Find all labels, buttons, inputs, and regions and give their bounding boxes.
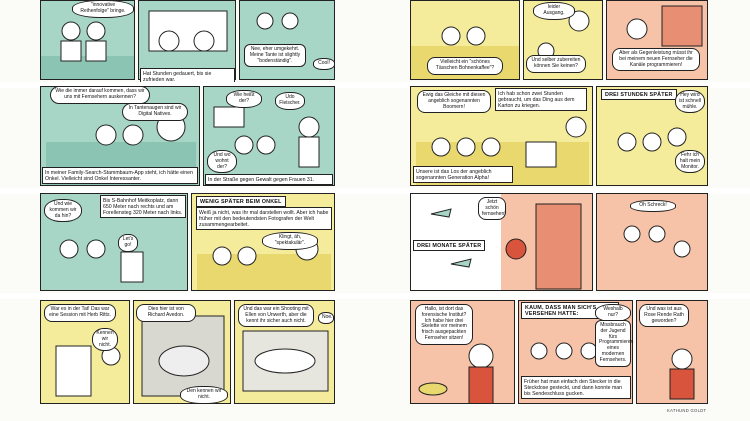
- left-page: "innovative Reihenfolge" bringe. Hat Stu…: [40, 0, 335, 404]
- speech-bubble: Klingt, äh, "spektakulär".: [262, 232, 318, 250]
- illustration-investigators: [530, 342, 598, 360]
- caption-box: Weiß ja nicht, was ihr mal darstellen wo…: [196, 207, 332, 230]
- speech-bubble: Jetzt schön fernsehen!: [478, 197, 506, 221]
- speech-bubble: Und selber zubereiten können Sie keinen?: [526, 55, 586, 73]
- speech-bubble: Vielleicht ein "schönes Tässchen Bohnenk…: [427, 57, 503, 75]
- speech-bubble: Dies hier ist von Richard Avedon.: [136, 304, 196, 322]
- speech-bubble: Und das war ein Shooting mit Ellen von U…: [238, 304, 314, 328]
- speech-bubble: Cool!: [313, 58, 335, 70]
- illustration-skeletons-at-tv: [623, 225, 691, 258]
- caption-box: In der Straße gegen Gewalt gegen Frauen …: [205, 174, 333, 185]
- illustration-aunt-on-phone: [418, 343, 494, 403]
- illustration-family-at-table: [213, 106, 320, 168]
- caption-bar: DREI MONATE SPÄTER: [413, 240, 486, 251]
- caption-box: Bis S-Bahnhof Meitkoplatz, dann 650 Mete…: [100, 195, 186, 218]
- speech-bubble: Fehr ich halt mein Monitor.: [675, 150, 705, 174]
- speech-bubble: Und wie kommen wir da hin?: [44, 199, 82, 223]
- speech-bubble: leider Ausgang.: [533, 2, 575, 20]
- caption-bar: WENIG SPÄTER BEIM ONKEL: [196, 196, 286, 207]
- caption-bar: DREI STUNDEN SPÄTER: [601, 89, 677, 100]
- panel-r4-1: [410, 300, 515, 404]
- caption-box: Früher hat man einfach den Stecker in di…: [521, 376, 631, 399]
- speech-bubble: Ewig das Gleiche mit diesen angeblich so…: [417, 90, 491, 114]
- speech-bubble: Hallo, ist dort das forensische Institut…: [415, 304, 473, 345]
- right-page: Vielleicht ein "schönes Tässchen Bohnenk…: [375, 0, 750, 421]
- speech-bubble: Missbrauch der Jugend fürs Programmieren…: [595, 320, 633, 367]
- caption-box: Unsere ist das Los der angeblich sogenan…: [413, 166, 513, 183]
- illustration-hands-remote: [148, 10, 228, 52]
- caption-bar: KAUM, DASS MAN SICH'S VERSEHEN HATTE:: [521, 302, 619, 319]
- illustration-photo-nude: [141, 315, 225, 397]
- speech-bubble: Noe.: [318, 312, 334, 324]
- speech-bubble: Nee, eher umgekehrt. Meine Tante ist sli…: [244, 44, 306, 68]
- speech-bubble: Udo Fleischer.: [275, 92, 305, 110]
- caption-box: Hat Stunden gedauert, bis sie zufrieden …: [140, 68, 235, 85]
- speech-bubble: Weshalb nur?: [595, 304, 631, 322]
- illustration-kids-with-remote: [617, 127, 687, 152]
- speech-bubble: War es in der Tat! Das war eine Session …: [44, 304, 116, 322]
- illustration-two-kids-on-sofa: [41, 21, 134, 79]
- speech-bubble: Und wo wohnt der?: [207, 150, 237, 174]
- illustration-aunt-tied-up: [669, 348, 695, 400]
- speech-bubble: Aber als Gegenleistung müsst ihr bei mei…: [612, 48, 700, 72]
- illustration-kids-talking: [256, 12, 299, 30]
- speech-bubble: Wie heißt der?: [226, 90, 262, 108]
- speech-bubble: Oh Schreck!: [630, 200, 676, 212]
- speech-bubble: "innovative Reihenfolge" bringe.: [72, 0, 134, 18]
- speech-bubble: Den kennen wir nicht.: [180, 386, 228, 404]
- speech-bubble: Hey wird ist schnell mühle.: [675, 90, 705, 114]
- speech-bubble: In Tantenaugen sind wir Digital Natives.: [122, 103, 188, 121]
- illustration-aunt-in-living-room: [626, 5, 703, 47]
- caption-box: Ich hab schon zwei Stunden gebraucht, um…: [495, 88, 587, 111]
- artist-signature: KATHUND GOLDT: [667, 408, 707, 413]
- speech-bubble: Und was ist aus Rose Rende Rath geworden…: [639, 304, 689, 328]
- speech-bubble: Let's go!: [118, 234, 138, 252]
- speech-bubble: Kennen wir nicht.: [92, 328, 118, 352]
- caption-box: In meiner Family-Search-Stammbaum-App st…: [42, 167, 198, 184]
- illustration-photo-pinup: [242, 330, 329, 392]
- illustration-kids-with-phone: [59, 239, 144, 283]
- speech-bubble: Wie die immer darauf kommen, dass wir un…: [50, 86, 150, 104]
